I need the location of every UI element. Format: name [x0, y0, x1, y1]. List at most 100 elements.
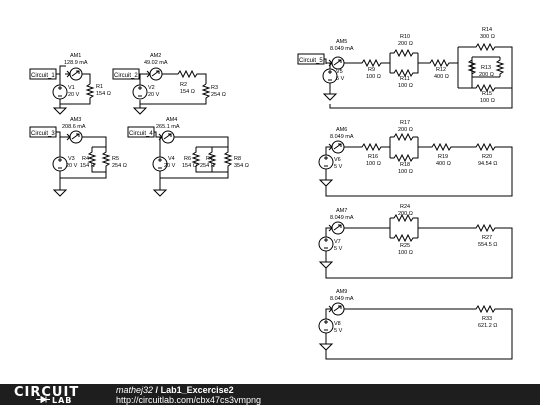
r6-value: 154 Ω	[182, 163, 197, 169]
voltage-source-icon[interactable]	[318, 154, 334, 170]
ammeter-name: AM6	[336, 127, 347, 133]
resistor-r19[interactable]	[325, 142, 513, 197]
r2-value: 154 Ω	[180, 89, 195, 95]
voltage-source-icon[interactable]	[318, 236, 334, 252]
r5-value: 254 Ω	[112, 163, 127, 169]
project-byline: mathej32 / Lab1_Excercise2	[116, 385, 234, 395]
r12-name: R12	[436, 67, 446, 73]
v3-value: 20 V	[66, 163, 78, 169]
resistor-r13[interactable]	[467, 59, 477, 75]
resistor-r14[interactable]	[329, 42, 513, 109]
ammeter-name: AM9	[336, 289, 347, 295]
r15-name: R15	[482, 91, 492, 97]
logo-text-top: CIRCUIT	[14, 385, 80, 400]
resistor-r12[interactable]	[418, 58, 458, 68]
r18-name: R18	[400, 162, 410, 168]
voltage-source-icon[interactable]	[52, 84, 68, 100]
ammeter-reading: 265.1 mA	[156, 124, 180, 130]
circuitlab-logo[interactable]: CIRCUIT LAB	[14, 385, 90, 405]
ammeter-name: AM2	[150, 53, 161, 59]
resistor-r27[interactable]	[325, 223, 513, 279]
ammeter-icon[interactable]	[64, 67, 83, 81]
ground-icon	[319, 339, 333, 351]
r14-value: 300 Ω	[480, 34, 495, 40]
byline-separator: /	[155, 385, 159, 395]
ground-icon	[53, 103, 67, 115]
ammeter-name: AM3	[70, 117, 81, 123]
ground-icon	[319, 257, 333, 269]
ground-icon	[53, 185, 67, 197]
resistor-r11[interactable]	[390, 53, 419, 78]
r24-name: R24	[400, 204, 410, 210]
circuit-3: Circuit_3 AM3 208.6 mA R4 154 Ω R5 254 Ω…	[29, 117, 127, 197]
v2-name: V2	[148, 85, 155, 91]
r6-name: R6	[184, 156, 191, 162]
resistor-r3[interactable]	[139, 83, 211, 105]
r4-value: 154 Ω	[80, 163, 95, 169]
r20-value: 94.54 Ω	[478, 161, 497, 167]
voltage-source-icon[interactable]	[132, 84, 148, 100]
circuit-8: AM9 8.049 mA R33 621.2 Ω V8 5 V	[318, 289, 513, 360]
resistor-r17[interactable]	[389, 132, 418, 158]
v1-name: V1	[68, 85, 75, 91]
voltage-source-icon[interactable]	[52, 156, 68, 172]
ammeter-reading: 8.049 mA	[330, 215, 354, 221]
v3-name: V3	[68, 156, 75, 162]
resistor-r8[interactable]	[159, 147, 233, 179]
resistor-r1[interactable]	[59, 83, 95, 105]
ammeter-reading: 49.02 mA	[144, 60, 168, 66]
resistor-r33[interactable]	[325, 304, 513, 360]
diode-icon	[36, 396, 50, 403]
resistor-r15[interactable]	[471, 77, 512, 93]
project-url[interactable]: http://circuitlab.com/cbx47cs3vmpng	[116, 395, 262, 405]
r2-name: R2	[180, 82, 187, 88]
circuit-5: Circuit_5 AM5 8.049 mA R9 100 Ω R10 200 …	[297, 27, 513, 109]
voltage-source-icon[interactable]	[318, 318, 334, 334]
resistor-r5[interactable]	[59, 150, 111, 179]
r3-name: R3	[211, 85, 218, 91]
v8-value: 5 V	[334, 328, 343, 334]
resistor-r16[interactable]	[344, 142, 390, 152]
ground-icon	[319, 175, 333, 187]
ammeter-icon[interactable]	[144, 67, 163, 81]
resistor-r10[interactable]	[389, 48, 418, 73]
r10-value: 200 Ω	[398, 41, 413, 47]
v6-name: V6	[334, 157, 341, 163]
r9-name: R9	[368, 67, 375, 73]
resistor-r9[interactable]	[344, 58, 390, 68]
v7-name: V7	[334, 239, 341, 245]
schematic-canvas[interactable]: Circuit_1 AM1 128.9 mA R1 154 Ω V1 20 V …	[0, 0, 540, 384]
resistor-r25[interactable]	[390, 233, 418, 243]
r12-value: 400 Ω	[434, 74, 449, 80]
v1-value: 20 V	[68, 92, 80, 98]
ammeter-name: AM4	[166, 117, 177, 123]
ammeter-name: AM5	[336, 39, 347, 45]
schematic: Circuit_1 AM1 128.9 mA R1 154 Ω V1 20 V …	[29, 27, 513, 360]
r19-name: R19	[438, 154, 448, 160]
author-link[interactable]: mathej32	[116, 385, 154, 395]
resistor-r7[interactable]	[207, 147, 217, 172]
voltage-source-icon[interactable]	[322, 68, 338, 84]
r27-name: R27	[482, 235, 492, 241]
ammeter-icon[interactable]	[326, 302, 345, 316]
r1-value: 154 Ω	[96, 91, 111, 97]
net-label: Circuit_2	[114, 73, 138, 79]
ammeter-icon[interactable]	[64, 130, 83, 144]
ammeter-name: AM7	[336, 208, 347, 214]
r8-value: 354 Ω	[234, 163, 249, 169]
r8-name: R8	[234, 156, 241, 162]
resistor-r6[interactable]	[191, 147, 228, 173]
resistor-r24[interactable]	[390, 213, 419, 238]
r17-name: R17	[400, 120, 410, 126]
resistor-r2[interactable]	[162, 69, 207, 84]
ammeter-reading: 8.049 mA	[330, 134, 354, 140]
resistor-r4[interactable]	[87, 146, 106, 173]
r24-value: 200 Ω	[398, 211, 413, 217]
r17-value: 200 Ω	[398, 127, 413, 133]
net-label: Circuit_3	[31, 131, 55, 137]
resistor-r18[interactable]	[390, 137, 419, 163]
ammeter-icon[interactable]	[326, 140, 345, 154]
project-title[interactable]: Lab1_Excercise2	[160, 385, 234, 395]
ammeter-name: AM1	[70, 53, 81, 59]
ammeter-icon[interactable]	[326, 221, 345, 235]
